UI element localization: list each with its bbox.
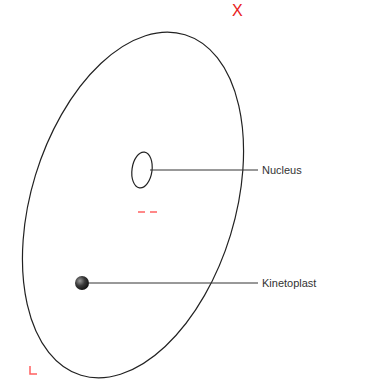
- red-mark: [30, 366, 37, 374]
- part-label: Kinetoplast: [262, 278, 316, 289]
- kinetoplast-dot: [75, 276, 89, 290]
- annotation-mark: X: [232, 3, 243, 19]
- red-mark: [138, 211, 145, 213]
- red-mark: [150, 211, 157, 213]
- leader-line: [150, 170, 258, 171]
- cell-outline: [0, 5, 283, 381]
- part-label: Nucleus: [262, 165, 302, 176]
- leader-line: [89, 283, 258, 284]
